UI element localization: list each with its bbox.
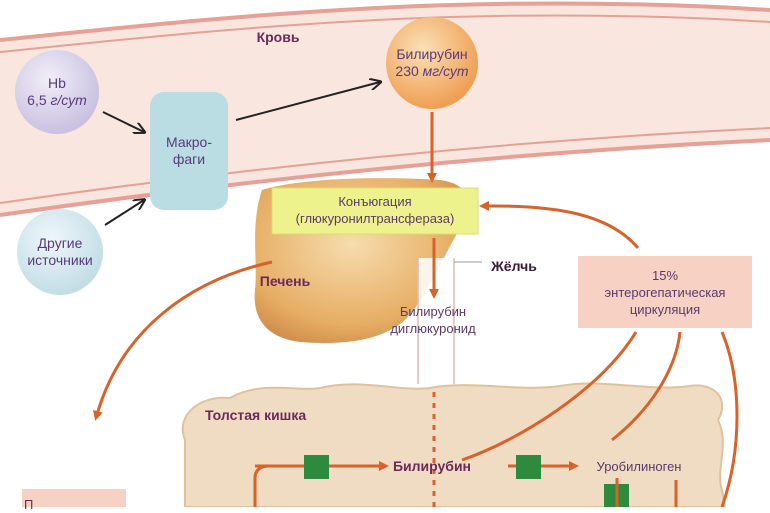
bottom-left-box <box>22 489 126 507</box>
orange-arrows <box>93 112 739 507</box>
green-square-1 <box>304 455 329 479</box>
bilirubin-blood-text: Билирубин 230 мг/сут <box>386 17 478 109</box>
conjugation-box <box>271 187 479 235</box>
line-colon-to-enterohepatic-1 <box>461 331 638 462</box>
liver-label: Печень <box>259 273 311 289</box>
enterohepatic-line1: 15% <box>651 268 679 283</box>
bilirubin-blood-circle <box>386 17 478 109</box>
bile-label: Жёлчь <box>491 258 537 274</box>
colon-label: Толстая кишка <box>205 407 307 423</box>
hb-line1: Hb <box>48 75 66 91</box>
enterohepatic-text: 15% энтерогепатическая циркуляция <box>578 267 752 318</box>
arrow-hb-to-macrophage <box>102 111 144 132</box>
green-square-2 <box>516 455 541 479</box>
macrophages-line1: Макро- <box>166 134 212 150</box>
arrow-macrophage-to-bilirubin <box>235 82 380 121</box>
diglucuronide-line1: Билирубин <box>399 304 467 319</box>
arrow-other-to-macrophage <box>104 200 144 226</box>
bilirubin-blood-line1: Билирубин <box>396 46 468 62</box>
other-sources-line1: Другие <box>37 235 83 251</box>
conjugation-line1: Конъюгация <box>338 194 412 209</box>
macrophages-line2: фаги <box>172 151 206 167</box>
other-sources-line2: источники <box>27 252 93 268</box>
macrophage-box <box>150 92 228 210</box>
bile-duct <box>417 258 482 384</box>
arrow-enterohepatic-to-conjugation <box>479 200 640 249</box>
hb-text: Hb 6,5 г/сут <box>15 50 99 134</box>
other-sources-circle <box>17 209 103 295</box>
colon-bilirubin-label: Билирубин <box>392 458 472 474</box>
bottom-left-box-label: П <box>24 497 34 512</box>
other-sources-text: Другие источники <box>17 209 103 295</box>
conjugation-text: Конъюгация (глюкуронилтрансфераза) <box>272 193 478 227</box>
macrophages-text: Макро- фаги <box>150 92 228 210</box>
diglucuronide-text: Билирубин диглюкуронид <box>368 303 498 337</box>
hb-circle <box>15 50 99 134</box>
enterohepatic-line3: циркуляция <box>629 302 701 317</box>
colon-shape <box>181 382 727 507</box>
hb-line2: 6,5 г/сут <box>27 92 87 108</box>
conjugation-line2: (глюкуронилтрансфераза) <box>295 211 455 226</box>
blood-label: Кровь <box>256 29 300 45</box>
urobilinogen-label: Уробилиноген <box>596 459 682 474</box>
line-colon-to-enterohepatic-2 <box>611 331 682 442</box>
enterohepatic-line2: энтерогепатическая <box>604 285 726 300</box>
enterohepatic-box <box>578 256 752 328</box>
diglucuronide-line2: диглюкуронид <box>390 321 476 336</box>
bilirubin-blood-line2: 230 мг/сут <box>395 63 469 79</box>
arrow-liver-to-bottom-left <box>93 260 273 421</box>
line-enterohepatic-right <box>720 331 739 507</box>
